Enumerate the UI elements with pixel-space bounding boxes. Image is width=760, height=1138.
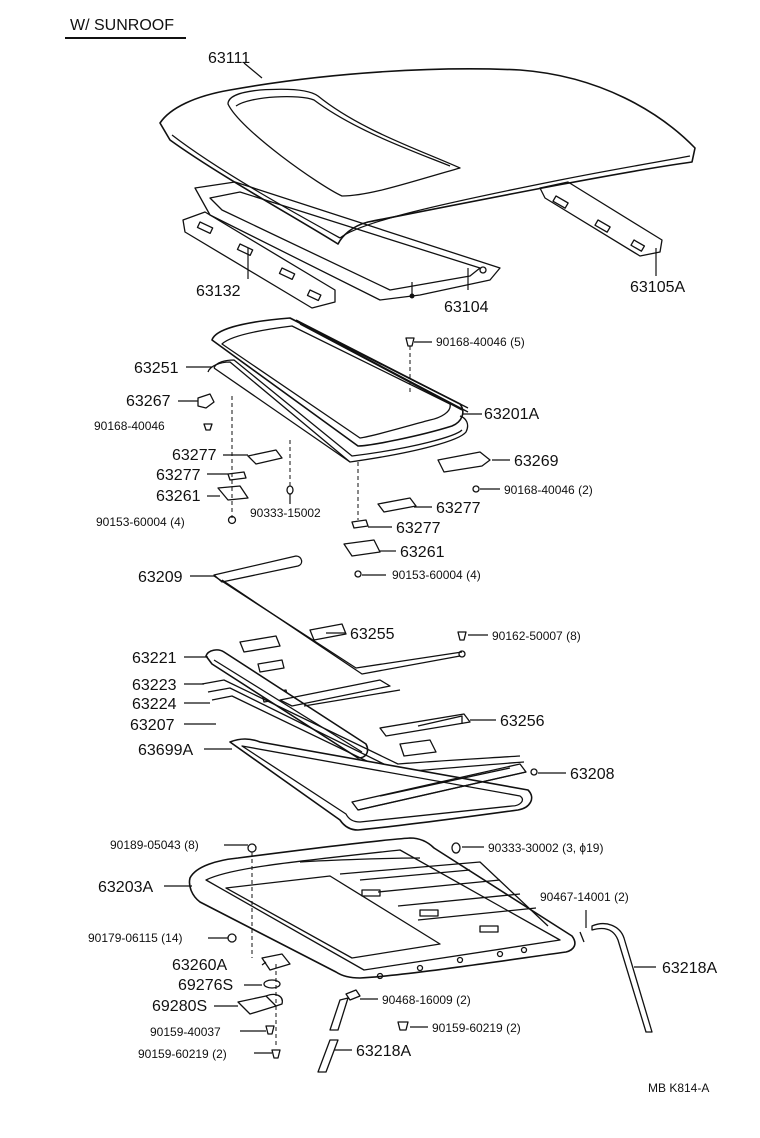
header: W/ SUNROOF <box>65 17 186 39</box>
label-63218A-a: 63218A <box>662 960 717 977</box>
housing-fasteners <box>227 842 528 980</box>
front-reinforcement-63132 <box>182 211 336 309</box>
bracket-63256 <box>379 713 471 757</box>
stopper-63267 <box>197 393 215 409</box>
glass-hardware <box>197 337 491 578</box>
label-63277-a: 63277 <box>172 447 217 464</box>
label-63277-c: 63277 <box>436 500 481 517</box>
label-63105A: 63105A <box>630 279 685 296</box>
label-90168-40046: 90168-40046 <box>94 419 165 433</box>
screw-90162 <box>457 631 467 641</box>
label-63223: 63223 <box>132 677 177 694</box>
label-90168-40046-2: 90168-40046 (2) <box>504 483 593 497</box>
label-90153-60004-a: 90153-60004 (4) <box>96 515 185 529</box>
label-90333-15002: 90333-15002 <box>250 506 321 520</box>
label-63261-a: 63261 <box>156 488 201 505</box>
glass-weatherstrip-63251 <box>207 359 469 463</box>
label-63203A: 63203A <box>98 879 153 896</box>
leaders-glass <box>178 341 510 576</box>
sunshade-63699A <box>229 738 533 831</box>
label-63132: 63132 <box>196 283 241 300</box>
label-90179-06115: 90179-06115 (14) <box>88 931 183 945</box>
housing-63203A <box>188 837 576 979</box>
label-90159-60219-b: 90159-60219 (2) <box>138 1047 227 1061</box>
label-69276S: 69276S <box>178 977 233 994</box>
leaders-roof <box>243 62 657 290</box>
label-63218A-b: 63218A <box>356 1043 411 1060</box>
label-63251: 63251 <box>134 360 179 377</box>
label-63255: 63255 <box>350 626 395 643</box>
label-90168-40046-5: 90168-40046 (5) <box>436 335 525 349</box>
guide-rail-63208 <box>351 763 538 811</box>
motor-assembly <box>237 953 291 1059</box>
drive-cable-63209 <box>213 555 466 675</box>
label-63224: 63224 <box>132 696 177 713</box>
drain-hoses <box>317 923 653 1073</box>
leaders-housing <box>164 844 656 1054</box>
label-63277-b: 63277 <box>156 467 201 484</box>
label-63111: 63111 <box>208 50 250 67</box>
label-63261-b: 63261 <box>400 544 445 561</box>
label-90333-30002: 90333-30002 (3, ϕ19) <box>488 841 603 855</box>
label-63269: 63269 <box>514 453 559 470</box>
label-90467-14001: 90467-14001 (2) <box>540 890 629 904</box>
label-63208: 63208 <box>570 766 615 783</box>
rear-reinforcement-63105A <box>539 181 663 257</box>
label-90159-60219-a: 90159-60219 (2) <box>432 1021 521 1035</box>
label-63260A: 63260A <box>172 957 227 974</box>
label-63256: 63256 <box>500 713 545 730</box>
label-63201A: 63201A <box>484 406 539 423</box>
label-63209: 63209 <box>138 569 183 586</box>
seal-63223-63224 <box>201 679 525 779</box>
label-90159-40037: 90159-40037 <box>150 1025 221 1039</box>
label-63277-d: 63277 <box>396 520 441 537</box>
diagram-code: MB K814-A <box>648 1081 709 1095</box>
roof-frame-63104 <box>194 181 501 301</box>
label-63104: 63104 <box>444 299 489 316</box>
label-90189-05043: 90189-05043 (8) <box>110 838 199 852</box>
label-90153-60004-b: 90153-60004 (4) <box>392 568 481 582</box>
part-labels: 63111 63132 63104 63105A 63251 90168-400… <box>88 50 717 1061</box>
label-63699A: 63699A <box>138 742 193 759</box>
diagram-title: W/ SUNROOF <box>70 17 174 34</box>
glass-panel-63201A <box>211 317 469 447</box>
label-63207: 63207 <box>130 717 175 734</box>
label-63267: 63267 <box>126 393 171 410</box>
label-90468-16009: 90468-16009 (2) <box>382 993 471 1007</box>
label-69280S: 69280S <box>152 998 207 1015</box>
label-90162-50007: 90162-50007 (8) <box>492 629 581 643</box>
leaders-sunshade <box>184 575 566 774</box>
roof-panel <box>159 68 696 245</box>
label-63221: 63221 <box>132 650 177 667</box>
